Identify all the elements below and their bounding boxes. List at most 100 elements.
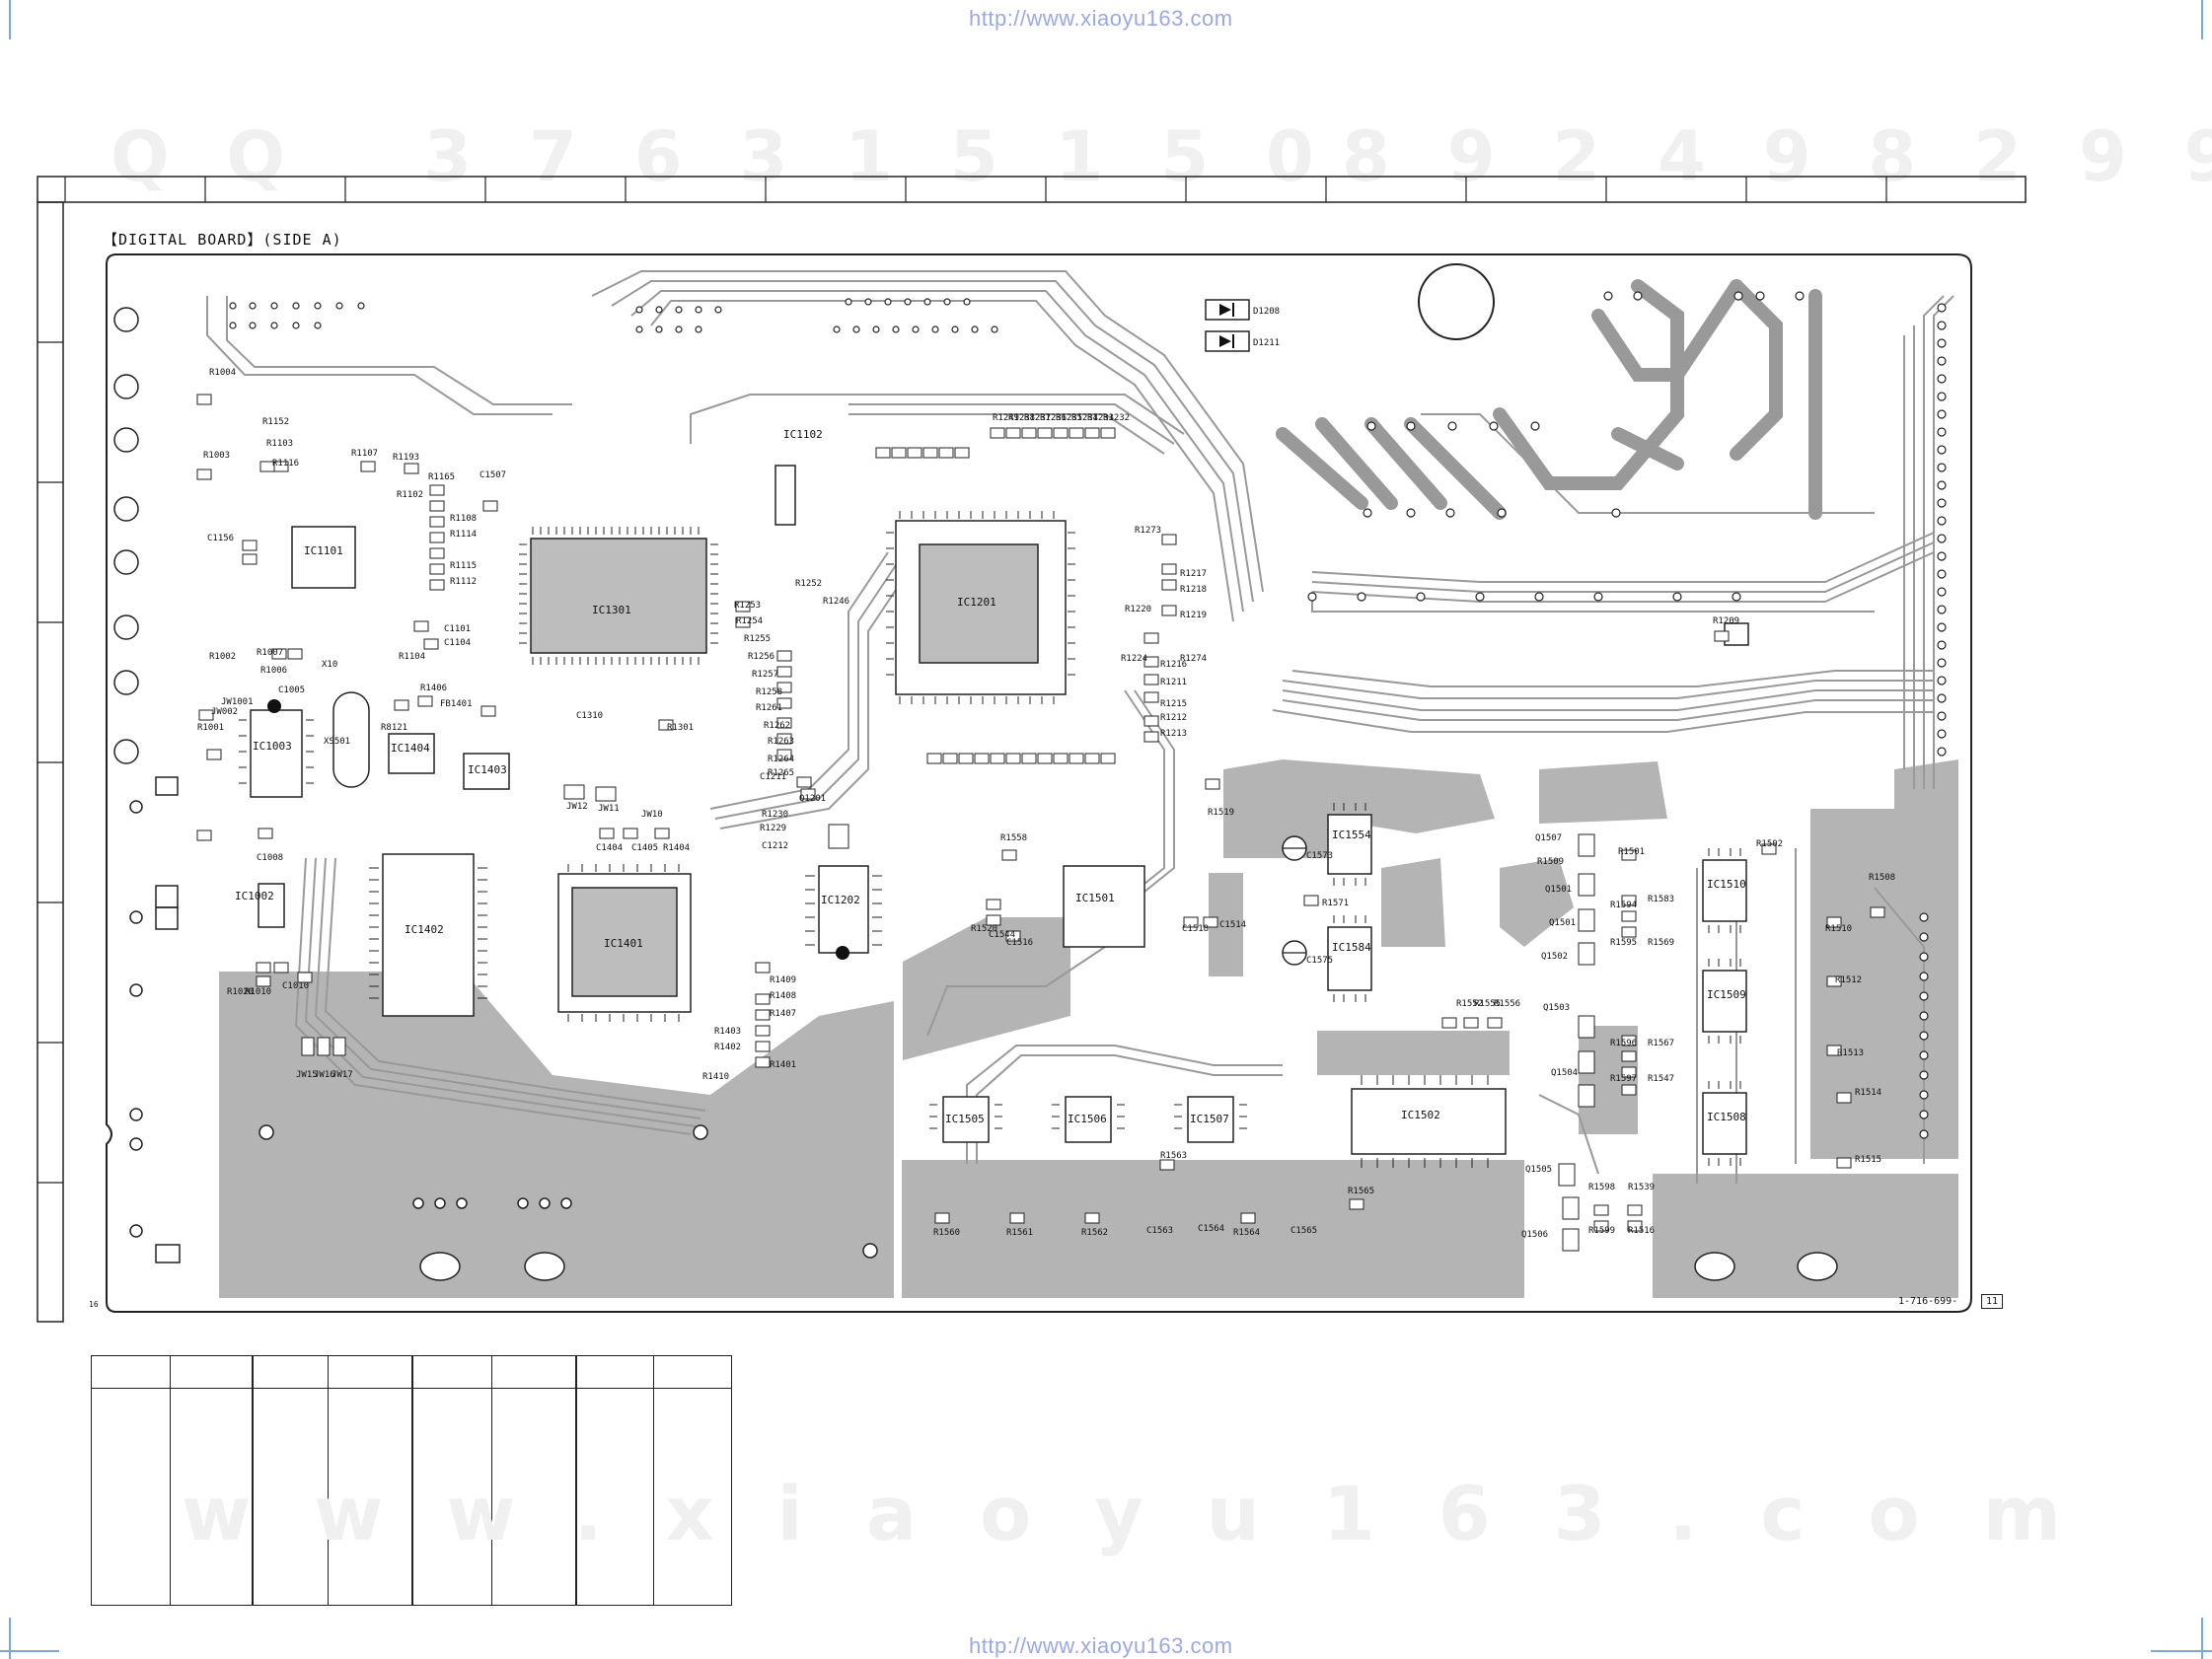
part-ref-label: R1233 [1087,413,1114,423]
ic-label: IC1584 [1332,941,1371,954]
part-ref-label: R1107 [351,449,378,459]
part-ref-label: C1212 [762,841,788,851]
part-ref-label: R1512 [1835,975,1862,985]
part-ref-label: C1507 [479,470,506,480]
part-ref-label: R1513 [1837,1048,1864,1058]
part-ref-label: R1408 [770,991,796,1001]
watermark-top-left: QQ 376315150 [111,116,1371,197]
part-ref-label: R1264 [768,755,794,764]
part-ref-label: R1401 [770,1060,796,1070]
part-ref-label: R1599 [1588,1226,1615,1236]
corner-label: 16 [89,1300,99,1309]
ic-label: IC1506 [1068,1113,1107,1125]
ic-label: IC1510 [1707,878,1746,891]
part-ref-label: Q1502 [1541,952,1568,962]
ic-label: IC1101 [304,544,343,557]
part-ref-label: R1562 [1081,1228,1108,1238]
ic-label: IC1003 [253,740,292,753]
table-column [254,1356,329,1605]
part-ref-label: R1509 [1537,857,1564,867]
part-ref-label: FB1401 [440,699,473,709]
part-ref-label: R1219 [1180,611,1207,620]
part-ref-label: Q1504 [1551,1068,1578,1078]
part-ref-label: R1274 [1180,654,1207,664]
part-ref-label: R1229 [760,824,786,833]
part-ref-label: R1255 [744,634,771,644]
part-ref-label: R1116 [272,459,299,469]
table-column [329,1356,413,1605]
part-ref-label: JW11 [598,804,620,814]
table-column [492,1356,577,1605]
part-ref-label: R1108 [450,514,477,524]
part-ref-label: C1516 [1006,938,1033,948]
part-ref-label: R1236 [1040,413,1067,423]
part-ref-label: R1213 [1160,729,1187,739]
part-ref-label: R1560 [933,1228,960,1238]
part-ref-label: R1501 [1618,847,1645,857]
ic-label: IC1509 [1707,988,1746,1001]
part-ref-label: R1238 [1008,413,1035,423]
part-ref-label: R1569 [1648,938,1674,948]
part-ref-label: R8121 [381,723,407,733]
part-ref-label: R1258 [756,687,782,697]
part-ref-label: R1261 [756,703,782,713]
part-ref-label: R1402 [714,1043,741,1052]
ic-label: IC1402 [405,923,444,936]
part-ref-label: R1301 [667,723,694,733]
part-ref-label: C1310 [576,711,603,721]
part-ref-label: R1007 [257,648,283,658]
part-ref-label: R1114 [450,530,477,540]
part-ref-label: C1565 [1290,1226,1317,1236]
part-ref-label: R1594 [1610,901,1637,910]
table-column [577,1356,654,1605]
part-ref-label: D1211 [1253,338,1280,348]
board-code: 1-716-699- [1898,1296,1958,1307]
part-ref-label: JW15 [296,1070,318,1080]
ic-label: IC1403 [468,763,507,776]
part-ref-label: R1597 [1610,1074,1637,1084]
part-ref-label: R1212 [1160,713,1187,723]
part-ref-label: R1010 [245,987,271,997]
ic-label: IC1404 [391,742,430,755]
part-ref-label: R1115 [450,561,477,571]
part-ref-label: R1252 [795,579,822,589]
ic-label: IC1401 [604,937,643,950]
part-ref-label: R1516 [1628,1226,1655,1236]
part-ref-label: C1101 [444,624,471,634]
part-ref-label: R1508 [1869,873,1895,883]
ic-label: IC1002 [235,890,274,902]
part-ref-label: R1232 [1103,413,1130,423]
table-column [654,1356,731,1605]
part-ref-label: R1519 [1208,808,1234,818]
table-column [413,1356,492,1605]
parts-table [91,1355,732,1606]
part-ref-label: C1563 [1146,1226,1173,1236]
part-ref-label: R1567 [1648,1039,1674,1048]
part-ref-label: R1211 [1160,678,1187,687]
part-ref-label: R1003 [203,451,230,461]
part-ref-label: R1596 [1610,1039,1637,1048]
part-ref-label: R1510 [1825,924,1852,934]
part-ref-label: Q1507 [1535,833,1562,843]
part-ref-label: C1564 [1198,1224,1224,1234]
part-ref-label: R1520 [971,924,997,934]
part-ref-label: R1406 [420,684,447,693]
part-ref-label: C1156 [207,534,234,543]
part-ref-label: R1263 [768,737,794,747]
source-url-bottom[interactable]: http://www.xiaoyu163.com [969,1633,1233,1658]
part-ref-label: JW12 [566,802,588,812]
part-ref-label: R1571 [1322,899,1349,908]
part-ref-label: R1514 [1855,1088,1881,1098]
part-ref-label: R1020 [227,987,254,997]
part-ref-label: R1230 [762,810,788,820]
part-ref-label: JW10 [641,810,663,820]
part-ref-label: R1218 [1180,585,1207,595]
ic-label: IC1508 [1707,1111,1746,1123]
part-ref-label: R1598 [1588,1183,1615,1192]
part-ref-label: R1561 [1006,1228,1033,1238]
part-ref-label: R1256 [748,652,774,662]
part-ref-label: C1010 [282,981,309,991]
source-url-top[interactable]: http://www.xiaoyu163.com [969,6,1233,31]
part-ref-label: C1573 [1306,851,1333,861]
